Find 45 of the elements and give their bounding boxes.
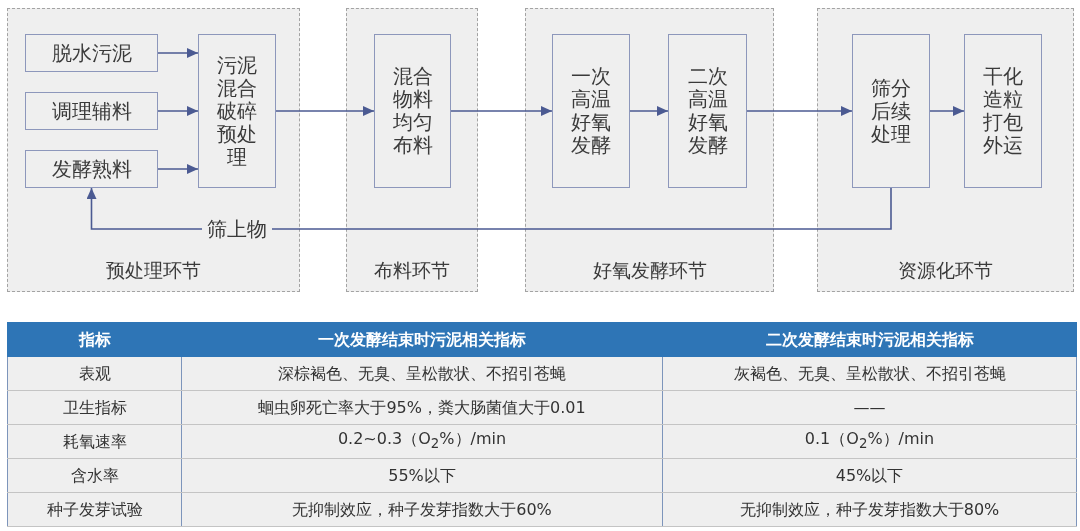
table-cell: 45%以下 — [662, 458, 1077, 493]
arrow — [157, 48, 199, 58]
column-header: 二次发酵结束时污泥相关指标 — [662, 322, 1077, 357]
process-box: 干化造粒打包外运 — [964, 34, 1042, 188]
arrow — [629, 106, 669, 116]
table-cell: 蛔虫卵死亡率大于95%，粪大肠菌值大于0.01 — [181, 390, 663, 425]
table-cell: 深棕褐色、无臭、呈松散状、不招引苍蝇 — [181, 356, 663, 391]
table-cell: 种子发芽试验 — [7, 492, 182, 527]
table-cell: 55%以下 — [181, 458, 663, 493]
stage-panel — [346, 8, 478, 292]
stage-label: 好氧发酵环节 — [592, 258, 707, 282]
arrow — [450, 106, 553, 116]
table-cell: 卫生指标 — [7, 390, 182, 425]
stage-label: 资源化环节 — [898, 258, 993, 282]
table-cell: 含水率 — [7, 458, 182, 493]
table-cell: 无抑制效应，种子发芽指数大于80% — [662, 492, 1077, 527]
process-box: 混合物料均匀布料 — [374, 34, 451, 188]
table-cell: 表观 — [7, 356, 182, 391]
arrow — [275, 106, 375, 116]
table-cell: 0.1（O$_{2}$%）/min — [662, 424, 1077, 459]
table-cell: 耗氧速率 — [7, 424, 182, 459]
process-box: 发酵熟料 — [25, 150, 158, 188]
process-box: 一次高温好氧发酵 — [552, 34, 630, 188]
stage-label: 布料环节 — [374, 258, 450, 282]
process-box: 脱水污泥 — [25, 34, 158, 72]
stage-panel — [525, 8, 774, 292]
stage-label: 预处理环节 — [106, 258, 201, 282]
arrow — [157, 164, 199, 174]
arrow — [746, 106, 853, 116]
table-cell: 灰褐色、无臭、呈松散状、不招引苍蝇 — [662, 356, 1077, 391]
process-box: 二次高温好氧发酵 — [668, 34, 747, 188]
arrow — [157, 106, 199, 116]
table-cell: 0.2~0.3（O$_{2}$%）/min — [181, 424, 663, 459]
table-cell: 无抑制效应，种子发芽指数大于60% — [181, 492, 663, 527]
column-header: 一次发酵结束时污泥相关指标 — [181, 322, 663, 357]
arrow — [929, 106, 965, 116]
edge-label: 筛上物 — [202, 217, 272, 241]
stage-panel — [817, 8, 1074, 292]
elbow-arrow — [86, 187, 892, 230]
process-box: 污泥混合破碎预处理 — [198, 34, 276, 188]
column-header: 指标 — [7, 322, 182, 357]
process-box: 筛分后续处理 — [852, 34, 930, 188]
stage-panel — [7, 8, 300, 292]
process-box: 调理辅料 — [25, 92, 158, 130]
table-cell: —— — [662, 390, 1077, 425]
